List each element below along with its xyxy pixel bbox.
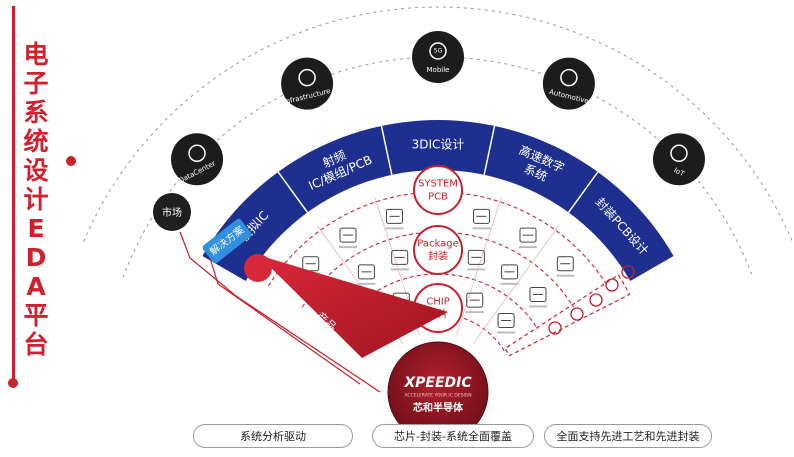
band-divider xyxy=(277,171,309,213)
center-node-label: Package xyxy=(417,239,458,250)
title-char: 平 xyxy=(23,301,49,330)
tool-caption-mark xyxy=(339,246,357,249)
title-char: A xyxy=(26,272,46,301)
icon-glyph xyxy=(560,68,578,87)
advanced-tool-icon xyxy=(548,321,562,335)
summary-pill: 芯片-封装-系统全面覆盖 xyxy=(372,424,534,448)
title-accent-dot xyxy=(66,156,76,166)
tool-caption-mark xyxy=(528,305,547,308)
tool-caption-mark xyxy=(556,274,575,277)
title-char: 子 xyxy=(23,69,49,98)
phone-5g-icon xyxy=(412,31,464,83)
title-accent-dot-bottom xyxy=(8,378,18,388)
cloud-server-icon xyxy=(171,133,224,186)
advanced-tools-bracket xyxy=(504,274,631,357)
title-char: 电 xyxy=(23,40,49,69)
tool-glyph-icon xyxy=(519,227,537,243)
tool-glyph-icon xyxy=(529,286,547,302)
advanced-tool-icon xyxy=(570,307,584,321)
center-node-label: SYSTEM xyxy=(418,179,458,190)
title-char: 计 xyxy=(23,185,49,214)
title-char: 统 xyxy=(23,127,49,156)
solution-tag xyxy=(202,218,252,264)
icon-glyph xyxy=(670,144,688,163)
solution-connector xyxy=(209,257,361,385)
brand-name: XPEEDIC xyxy=(403,375,472,391)
band-divider xyxy=(380,125,393,176)
market-label: 市场 xyxy=(162,206,182,219)
icon-glyph xyxy=(298,68,316,87)
tool-glyph-icon xyxy=(466,292,484,308)
market-connector xyxy=(179,231,381,393)
advanced-tool-icon xyxy=(621,265,635,279)
tool-caption-mark xyxy=(385,227,404,230)
tool-glyph-icon xyxy=(501,264,519,280)
network-node-icon xyxy=(652,133,705,186)
title-accent-line xyxy=(12,6,15,386)
product-bar-cap xyxy=(244,254,272,282)
center-node-label: PCB xyxy=(428,192,448,203)
tool-glyph-icon xyxy=(357,264,375,280)
tool-caption-mark xyxy=(497,331,516,334)
tool-caption-mark xyxy=(519,246,537,249)
tool-glyph-icon xyxy=(385,208,403,224)
band-segment: 3DIC设计 xyxy=(412,138,465,152)
product-bar xyxy=(258,255,448,358)
tool-caption-mark xyxy=(500,282,519,285)
tool-glyph-icon xyxy=(467,249,485,265)
inner-dashed-ring xyxy=(267,191,609,287)
band-segment-label: 3DIC设计 xyxy=(412,138,465,152)
tool-glyph-icon xyxy=(556,256,574,272)
tool-caption-mark xyxy=(390,268,409,271)
band-divider xyxy=(483,125,496,176)
car-icon xyxy=(542,57,595,110)
icon-glyph xyxy=(188,144,206,163)
icon-badge: 5G xyxy=(434,48,443,55)
center-node xyxy=(413,165,463,215)
title-char: 设 xyxy=(23,156,49,185)
band-divider xyxy=(567,171,599,213)
tool-caption-mark xyxy=(472,227,491,230)
market-badge xyxy=(153,193,191,231)
advanced-tool-icon xyxy=(605,278,619,292)
tool-glyph-icon xyxy=(302,256,320,272)
design-band xyxy=(202,120,674,281)
brand-hub xyxy=(388,342,488,442)
tool-caption-mark xyxy=(467,268,486,271)
icon-label: Mobile xyxy=(427,66,450,74)
tool-caption-mark xyxy=(357,282,376,285)
title-char: 台 xyxy=(23,330,49,359)
brand-cn: 芯和半导体 xyxy=(413,401,464,414)
center-node-label: 封装 xyxy=(428,250,448,263)
brand-tagline: ACCELERATE YOUR IC DESIGN xyxy=(404,393,471,399)
summary-pill: 全面支持先进工艺和先进封装 xyxy=(544,424,712,448)
cell-tower-icon xyxy=(281,57,334,110)
outer-dashed-arc xyxy=(83,6,793,242)
ring-spoke xyxy=(456,196,502,336)
tool-glyph-icon xyxy=(391,249,409,265)
advanced-tool-icon xyxy=(589,293,603,307)
summary-pill: 系统分析驱动 xyxy=(193,424,353,448)
tool-glyph-icon xyxy=(497,313,515,329)
title-char: E xyxy=(27,214,45,243)
icon-glyph xyxy=(429,42,447,60)
center-node xyxy=(413,225,463,275)
center-node-label: CHIP xyxy=(426,297,449,308)
tool-glyph-icon xyxy=(339,227,357,243)
title-char: D xyxy=(25,243,47,272)
title-char: 系 xyxy=(23,98,49,127)
tool-glyph-icon xyxy=(473,208,491,224)
tool-caption-mark xyxy=(465,311,484,314)
